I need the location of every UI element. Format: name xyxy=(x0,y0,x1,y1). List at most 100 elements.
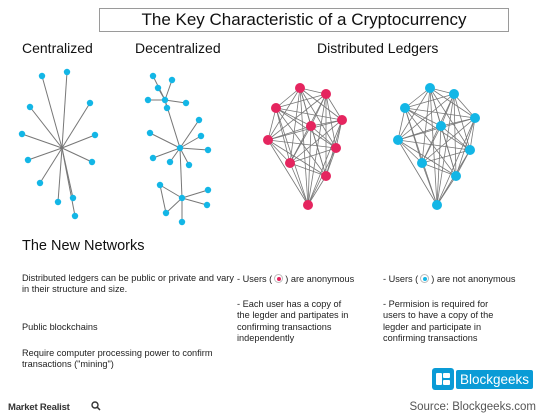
centralized-label: Centralized xyxy=(22,40,93,56)
network-edge xyxy=(39,147,63,184)
source-credit: Source: Blockgeeks.com xyxy=(409,401,536,413)
network-node xyxy=(178,218,186,226)
network-edge xyxy=(152,147,181,159)
network-node xyxy=(417,158,427,168)
network-edge xyxy=(275,107,309,206)
network-node xyxy=(36,179,44,187)
network-node xyxy=(393,135,403,145)
distributed-private-network xyxy=(393,83,480,210)
new-networks-description: Distributed ledgers can be public or pri… xyxy=(22,273,234,295)
network-edge xyxy=(421,162,457,177)
network-edge xyxy=(61,147,76,217)
public-blockchains-label: Public blockchains xyxy=(22,322,98,332)
network-node xyxy=(146,129,154,137)
network-node xyxy=(88,158,96,166)
network-edge xyxy=(57,147,63,203)
distributed-ledgers-label: Distributed Ledgers xyxy=(317,40,439,56)
decentralized-label: Decentralized xyxy=(135,40,221,56)
network-edge xyxy=(397,139,423,164)
network-edge xyxy=(397,107,406,141)
network-edge xyxy=(179,119,200,149)
network-node xyxy=(436,121,446,131)
network-edge xyxy=(397,139,457,177)
blockgeeks-logo-text: Blockgeeks xyxy=(456,369,534,389)
network-node xyxy=(295,83,305,93)
network-node xyxy=(449,89,459,99)
network-edge xyxy=(29,106,63,149)
network-edge xyxy=(289,147,337,164)
market-realist-credit: Market Realist xyxy=(8,402,70,413)
network-edge xyxy=(267,93,327,141)
network-edge xyxy=(275,107,312,127)
network-edge xyxy=(164,99,187,104)
network-edge xyxy=(275,93,327,109)
network-edge xyxy=(149,132,181,149)
network-edge xyxy=(181,197,208,206)
network-node xyxy=(54,198,62,206)
network-edge xyxy=(179,147,183,199)
centralized-network xyxy=(18,68,99,220)
network-edge xyxy=(179,135,202,149)
network-edge xyxy=(21,133,63,149)
network-edge xyxy=(179,147,209,151)
network-edge xyxy=(267,87,301,141)
network-edge xyxy=(404,107,457,177)
network-node xyxy=(166,158,174,166)
blockgeeks-logo-icon xyxy=(432,368,454,390)
network-edge xyxy=(289,87,301,164)
network-edge xyxy=(61,134,96,149)
network-edge xyxy=(436,93,455,206)
network-edge xyxy=(397,139,438,206)
network-node xyxy=(178,194,186,202)
network-node xyxy=(303,200,313,210)
network-node xyxy=(195,116,203,124)
network-edge xyxy=(41,75,63,149)
decentralized-network xyxy=(144,72,212,226)
network-diagrams xyxy=(18,68,480,226)
pink-node-icon xyxy=(274,274,284,283)
network-edge xyxy=(165,197,183,214)
network-edge xyxy=(179,147,190,166)
network-node xyxy=(337,115,347,125)
network-node xyxy=(69,194,77,202)
network-edge xyxy=(307,93,327,206)
network-node xyxy=(38,72,46,80)
page-title: The Key Characteristic of a Cryptocurren… xyxy=(99,8,509,32)
network-node xyxy=(18,130,26,138)
network-node xyxy=(161,96,169,104)
network-node xyxy=(26,103,34,111)
distributed-public-network xyxy=(263,83,347,210)
private-permission-note: - Permision is required for users to hav… xyxy=(383,299,494,344)
blue-node-icon xyxy=(420,274,430,283)
new-networks-heading: The New Networks xyxy=(22,238,145,254)
network-node xyxy=(321,89,331,99)
network-edge xyxy=(289,162,327,177)
network-edge xyxy=(436,117,476,206)
network-node xyxy=(162,209,170,217)
network-edge xyxy=(421,87,431,164)
mining-requirement: Require computer processing power to con… xyxy=(22,348,213,370)
network-node xyxy=(71,212,79,220)
network-node xyxy=(263,135,273,145)
network-edge xyxy=(61,147,93,163)
network-node xyxy=(465,145,475,155)
network-edge xyxy=(455,117,476,177)
network-edge xyxy=(421,162,438,206)
network-edge xyxy=(267,139,309,206)
network-edge xyxy=(267,119,343,141)
network-edge xyxy=(61,102,91,149)
network-edge xyxy=(397,139,471,151)
network-node xyxy=(163,104,171,112)
network-edge xyxy=(164,79,173,101)
network-edge xyxy=(159,184,167,214)
network-node xyxy=(306,121,316,131)
network-node xyxy=(176,144,184,152)
network-node xyxy=(154,84,162,92)
magnifier-icon xyxy=(91,401,101,411)
network-edge xyxy=(404,93,455,109)
network-node xyxy=(470,113,480,123)
network-edge xyxy=(267,125,312,141)
network-node xyxy=(149,72,157,80)
network-edge xyxy=(159,184,183,199)
network-node xyxy=(91,131,99,139)
